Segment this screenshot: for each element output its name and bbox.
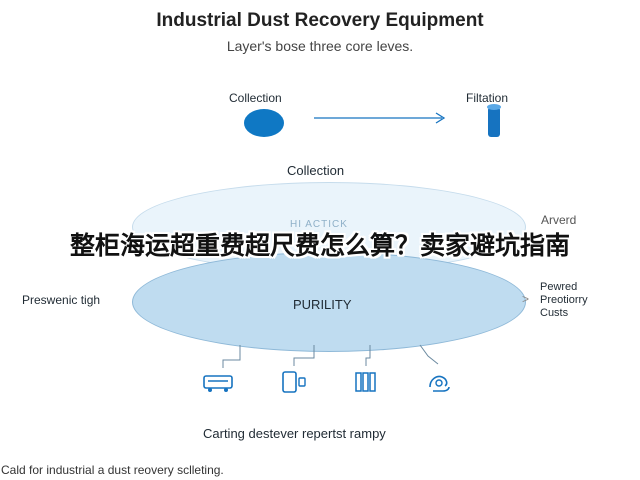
purility-label: PURILITY — [293, 297, 352, 312]
diagram-title: Industrial Dust Recovery Equipment — [156, 10, 484, 31]
collection-node — [244, 109, 284, 137]
bottom-caption: Carting destever repertst rampy — [203, 426, 386, 441]
collection-layer-label: Collection — [287, 163, 345, 178]
filtration-label: Filtation — [466, 91, 509, 105]
server-icon — [355, 372, 376, 392]
hand-icon — [429, 375, 450, 392]
collection-label: Collection — [229, 91, 282, 105]
purility-layer-ellipse — [132, 252, 526, 352]
filtration-node — [487, 104, 501, 137]
truck-icon — [203, 375, 233, 392]
diagram-subtitle: Layer's bose three core leves. — [226, 38, 414, 54]
flow-arrow — [314, 112, 446, 124]
right-list-item: Preotiorry — [540, 294, 588, 306]
right-side-list: Pewred Preotiorry Custs — [540, 281, 588, 320]
chevron-right-icon: > — [522, 292, 530, 306]
footer-note: Cald for industrial a dust reovery sclle… — [1, 463, 224, 477]
overlay-headline: 整柜海运超重费超尺费怎么算？卖家避坑指南 — [69, 232, 570, 260]
left-side-label: Preswenic tigh — [22, 293, 101, 307]
right-top-label: Arverd — [541, 213, 577, 227]
right-list-item: Pewred — [540, 281, 578, 293]
top-layer-text: HI ACTICK — [290, 219, 348, 230]
phone-icon — [282, 371, 306, 393]
right-list-item: Custs — [540, 307, 569, 319]
